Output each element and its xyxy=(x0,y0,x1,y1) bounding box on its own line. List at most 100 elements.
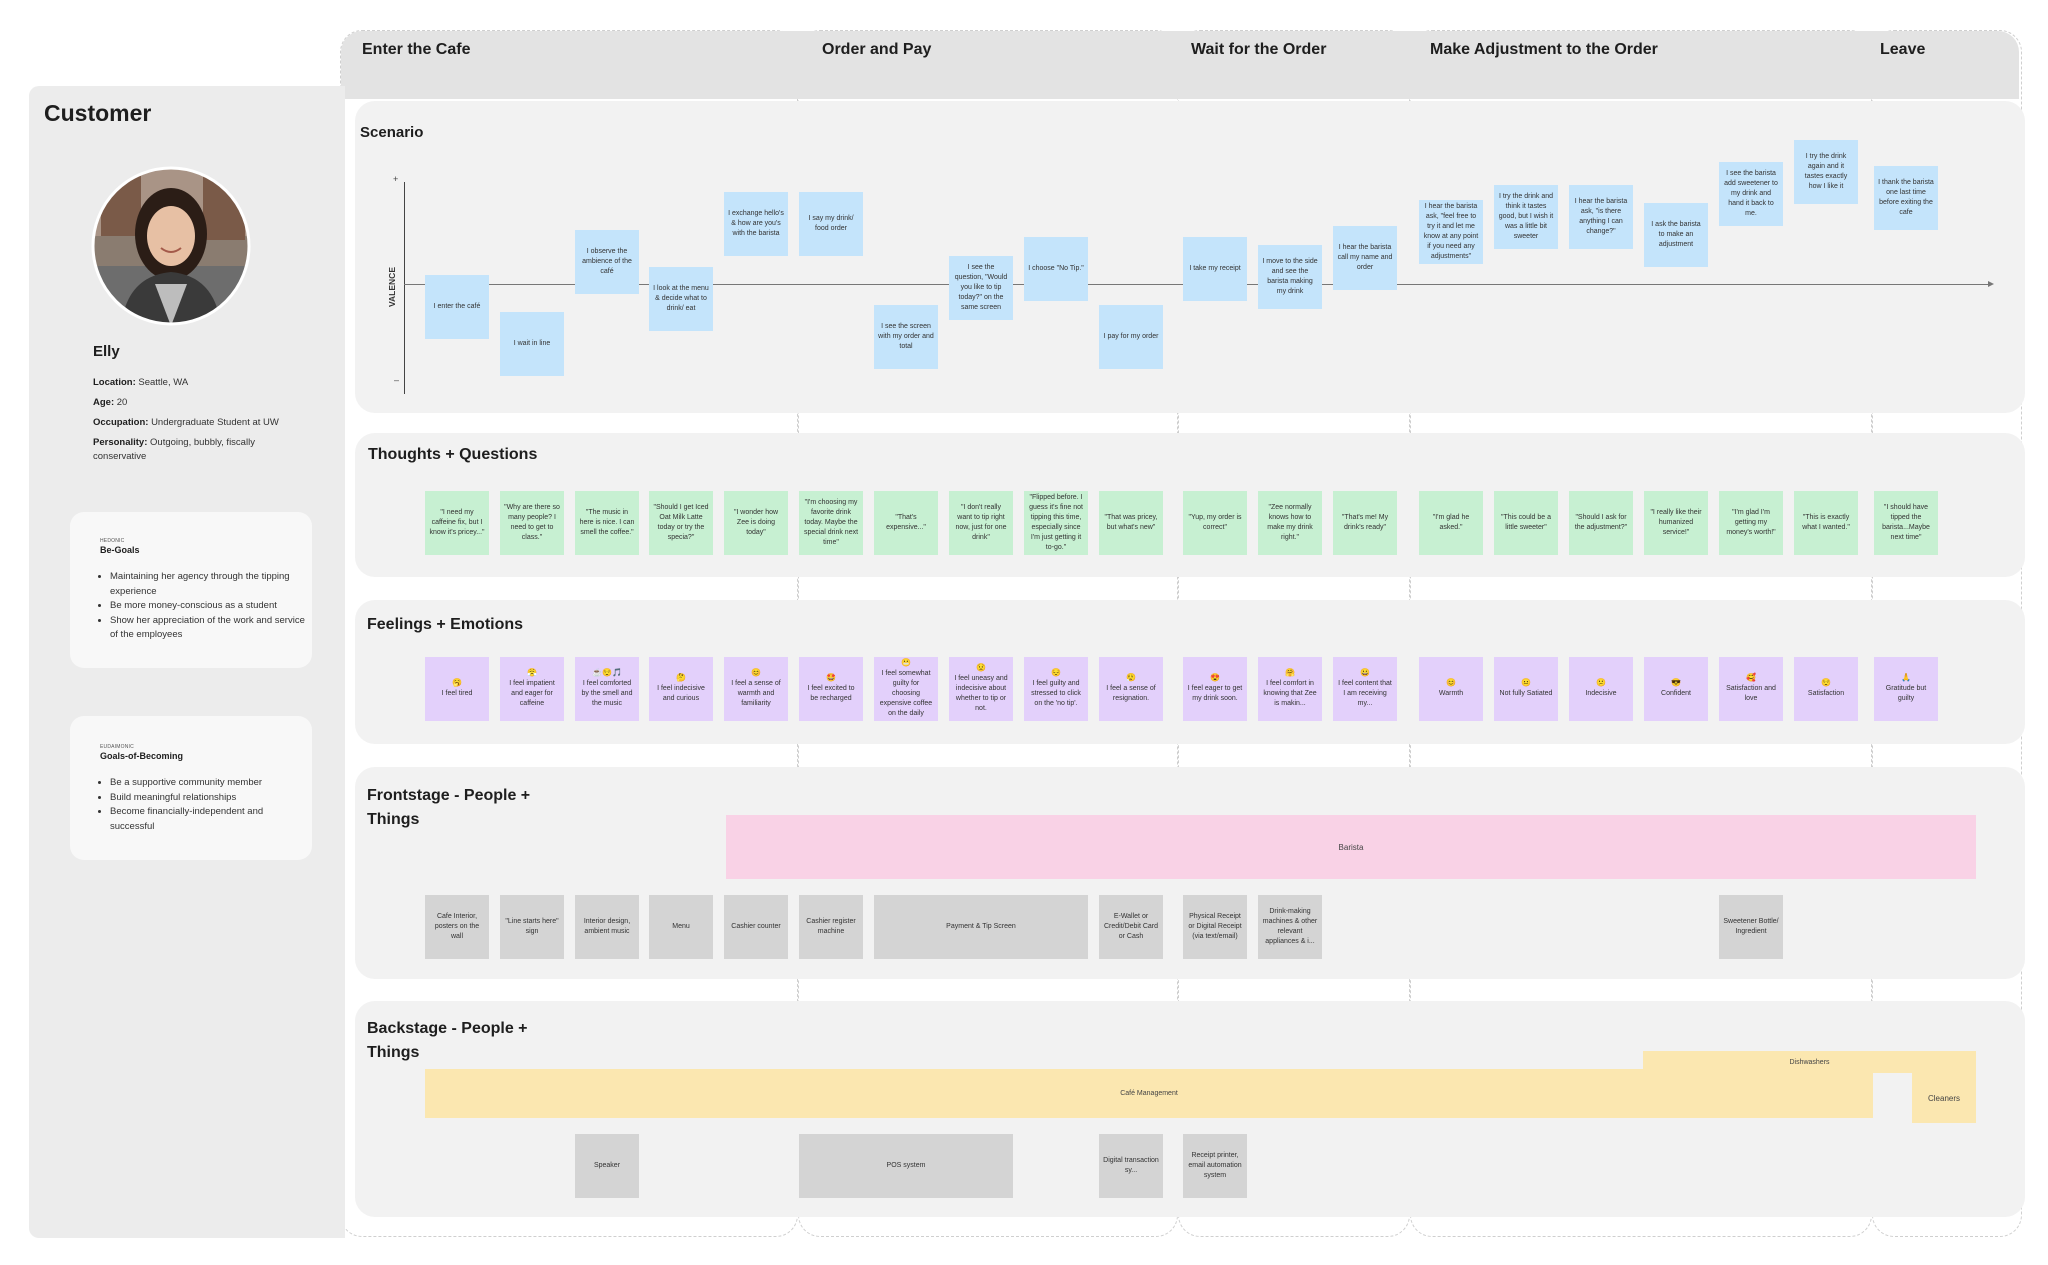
emotion-emoji-icon: 😎 xyxy=(1671,677,1681,687)
thought-sticky: "I wonder how Zee is doing today" xyxy=(724,491,788,555)
feeling-text: I feel excited to be recharged xyxy=(807,684,855,702)
thought-sticky: "I'm choosing my favorite drink today. M… xyxy=(799,491,863,555)
stage-title-wait: Wait for the Order xyxy=(1191,41,1327,58)
frontstage-item: Menu xyxy=(649,895,713,959)
thought-sticky: "Flipped before. I guess it's fine not t… xyxy=(1024,491,1088,555)
cafe-management-band: Café Management xyxy=(425,1069,1873,1118)
be-goals-title: Be-Goals xyxy=(100,545,140,555)
thought-sticky: "This is exactly what I wanted." xyxy=(1794,491,1858,555)
scenario-sticky: I hear the barista call my name and orde… xyxy=(1333,226,1397,290)
scenario-sticky: I try the drink and think it tastes good… xyxy=(1494,185,1558,249)
valence-label: VALENCE xyxy=(387,267,397,307)
persona-occupation: Occupation: Undergraduate Student at UW xyxy=(93,417,279,428)
feeling-sticky: 😕Indecisive xyxy=(1569,657,1633,721)
stage-title-adjust: Make Adjustment to the Order xyxy=(1430,41,1658,58)
feeling-text: Warmth xyxy=(1438,689,1464,697)
feeling-sticky: 🥰Satisfaction and love xyxy=(1719,657,1783,721)
persona-age: Age: 20 xyxy=(93,397,128,408)
emotion-emoji-icon: 😮‍💨 xyxy=(1126,672,1136,682)
feeling-sticky: 😐Not fully Satiated xyxy=(1494,657,1558,721)
thought-sticky: "That's expensive..." xyxy=(874,491,938,555)
feeling-sticky: 😍I feel eager to get my drink soon. xyxy=(1183,657,1247,721)
feeling-text: I feel impatient and eager for caffeine xyxy=(509,679,555,708)
feeling-text: I feel tired xyxy=(441,689,473,697)
persona-heading: Customer xyxy=(44,100,152,126)
emotion-emoji-icon: ☕😌🎵 xyxy=(592,667,622,677)
stage-title-enter: Enter the Cafe xyxy=(362,41,471,58)
thought-sticky: "I should have tipped the barista...Mayb… xyxy=(1874,491,1938,555)
scenario-sticky: I see the barista add sweetener to my dr… xyxy=(1719,162,1783,226)
backstage-item: Digital transaction sy... xyxy=(1099,1134,1163,1198)
emotion-emoji-icon: 🤔 xyxy=(676,672,686,682)
emotion-emoji-icon: 😍 xyxy=(1210,672,1220,682)
feeling-text: I feel content that I am receiving my... xyxy=(1338,679,1392,708)
stage-title-order: Order and Pay xyxy=(822,41,932,58)
scenario-sticky: I hear the barista ask, "feel free to tr… xyxy=(1419,200,1483,264)
becoming-goals-title: Goals-of-Becoming xyxy=(100,751,184,761)
scenario-sticky: I choose "No Tip." xyxy=(1024,237,1088,301)
frontstage-item: Cashier counter xyxy=(724,895,788,959)
scenario-sticky: I ask the barista to make an adjustment xyxy=(1644,203,1708,267)
scenario-sticky: I say my drink/ food order xyxy=(799,192,863,256)
scenario-sticky: I enter the café xyxy=(425,275,489,339)
thought-sticky: "That's me! My drink's ready" xyxy=(1333,491,1397,555)
lane-title-thoughts: Thoughts + Questions xyxy=(368,446,538,463)
scenario-sticky: I pay for my order xyxy=(1099,305,1163,369)
becoming-goal-item: Build meaningful relationships xyxy=(110,791,310,806)
feeling-sticky: 😎Confident xyxy=(1644,657,1708,721)
thought-sticky: "That was pricey, but what's new" xyxy=(1099,491,1163,555)
feeling-sticky: 😟I feel uneasy and indecisive about whet… xyxy=(949,657,1013,721)
scenario-sticky: I take my receipt xyxy=(1183,237,1247,301)
becoming-goals-sup: EUDAIMONIC xyxy=(100,744,134,750)
feeling-sticky: 😊I feel a sense of warmth and familiarit… xyxy=(724,657,788,721)
barista-band: Barista xyxy=(726,815,1976,879)
feeling-text: I feel a sense of warmth and familiarity xyxy=(731,679,781,708)
valence-axis-arrow xyxy=(1988,281,1994,287)
becoming-goal-item: Become financially-independent and succe… xyxy=(110,805,310,834)
thought-sticky: "I don't really want to tip right now, j… xyxy=(949,491,1013,555)
be-goal-item: Show her appreciation of the work and se… xyxy=(110,614,310,643)
feeling-text: I feel comforted by the smell and the mu… xyxy=(581,679,633,708)
thought-sticky: "Should I ask for the adjustment?" xyxy=(1569,491,1633,555)
feeling-sticky: 😀I feel content that I am receiving my..… xyxy=(1333,657,1397,721)
backstage-item: POS system xyxy=(799,1134,1013,1198)
thought-sticky: "I'm glad I'm getting my money's worth!" xyxy=(1719,491,1783,555)
emotion-emoji-icon: 😟 xyxy=(976,662,986,672)
emotion-emoji-icon: 🙏 xyxy=(1901,672,1911,682)
thought-sticky: "Yup, my order is correct" xyxy=(1183,491,1247,555)
feeling-text: I feel a sense of resignation. xyxy=(1106,684,1156,702)
scenario-sticky: I see the question, "Would you like to t… xyxy=(949,256,1013,320)
feeling-sticky: 🥱 I feel tired xyxy=(425,657,489,721)
becoming-goals-card: EUDAIMONIC Goals-of-Becoming Be a suppor… xyxy=(70,716,312,860)
feeling-sticky: 🤗I feel comfort in knowing that Zee is m… xyxy=(1258,657,1322,721)
emotion-emoji-icon: 🥰 xyxy=(1746,672,1756,682)
dishwashers-band: Dishwashers xyxy=(1643,1051,1976,1073)
frontstage-item: Payment & Tip Screen xyxy=(874,895,1088,959)
feeling-sticky: 😤I feel impatient and eager for caffeine xyxy=(500,657,564,721)
feeling-sticky: 😮‍💨 I feel a sense of resignation. xyxy=(1099,657,1163,721)
feeling-text: I feel indecisive and curious xyxy=(657,684,705,702)
backstage-item: Receipt printer, email automation system xyxy=(1183,1134,1247,1198)
valence-minus: – xyxy=(394,375,400,385)
backstage-item: Speaker xyxy=(575,1134,639,1198)
lane-title-scenario: Scenario xyxy=(360,124,424,141)
scenario-sticky: I move to the side and see the barista m… xyxy=(1258,245,1322,309)
frontstage-item: "Line starts here" sign xyxy=(500,895,564,959)
emotion-emoji-icon: 😌 xyxy=(1821,677,1831,687)
feeling-text: I feel guilty and stressed to click on t… xyxy=(1031,679,1081,708)
frontstage-item: Interior design, ambient music xyxy=(575,895,639,959)
becoming-goal-item: Be a supportive community member xyxy=(110,776,310,791)
scenario-sticky: I exchange hello's & how are you's with … xyxy=(724,192,788,256)
emotion-emoji-icon: 🥱 xyxy=(452,677,462,687)
scenario-sticky: I see the screen with my order and total xyxy=(874,305,938,369)
emotion-emoji-icon: 😕 xyxy=(1596,677,1606,687)
thought-sticky: "The music in here is nice. I can smell … xyxy=(575,491,639,555)
stage-title-leave: Leave xyxy=(1880,41,1926,58)
feeling-sticky: 😬I feel somewhat guilty for choosing exp… xyxy=(874,657,938,721)
frontstage-item: Physical Receipt or Digital Receipt (via… xyxy=(1183,895,1247,959)
feeling-sticky: 🤔 I feel indecisive and curious xyxy=(649,657,713,721)
barista-label: Barista xyxy=(1338,842,1364,852)
cafe-management-label: Café Management xyxy=(1120,1090,1178,1097)
feeling-text: Not fully Satiated xyxy=(1499,689,1553,697)
be-goals-sup: HEDONIC xyxy=(100,538,125,544)
